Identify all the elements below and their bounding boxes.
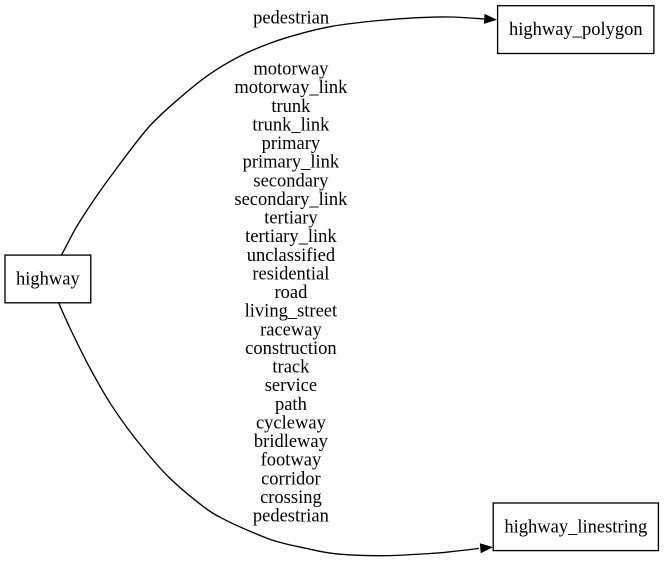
svg-text:pedestrian: pedestrian: [253, 507, 329, 527]
svg-text:highway: highway: [16, 270, 80, 290]
svg-text:cycleway: cycleway: [256, 414, 327, 434]
svg-text:tertiary: tertiary: [264, 209, 318, 229]
svg-text:construction: construction: [245, 339, 336, 359]
svg-text:bridleway: bridleway: [254, 432, 329, 452]
svg-text:crossing: crossing: [260, 488, 322, 508]
svg-text:unclassified: unclassified: [247, 246, 336, 266]
svg-text:motorway: motorway: [253, 60, 329, 80]
svg-text:service: service: [265, 376, 317, 396]
svg-text:raceway: raceway: [260, 320, 322, 340]
svg-text:secondary: secondary: [253, 171, 329, 191]
svg-text:pedestrian: pedestrian: [253, 9, 329, 29]
svg-text:trunk: trunk: [271, 97, 311, 117]
svg-text:tertiary_link: tertiary_link: [245, 227, 337, 247]
svg-text:corridor: corridor: [261, 469, 321, 489]
svg-text:highway_linestring: highway_linestring: [504, 517, 647, 537]
svg-text:road: road: [274, 283, 308, 303]
svg-text:trunk_link: trunk_link: [252, 115, 330, 135]
svg-text:primary_link: primary_link: [243, 153, 340, 173]
svg-text:footway: footway: [261, 451, 322, 471]
svg-text:path: path: [275, 395, 307, 415]
svg-text:living_street: living_street: [245, 302, 338, 322]
svg-text:residential: residential: [252, 264, 329, 284]
svg-text:highway_polygon: highway_polygon: [509, 20, 643, 40]
svg-text:track: track: [272, 358, 310, 378]
svg-text:primary: primary: [262, 134, 321, 154]
svg-text:secondary_link: secondary_link: [234, 190, 348, 210]
svg-text:motorway_link: motorway_link: [234, 78, 348, 98]
